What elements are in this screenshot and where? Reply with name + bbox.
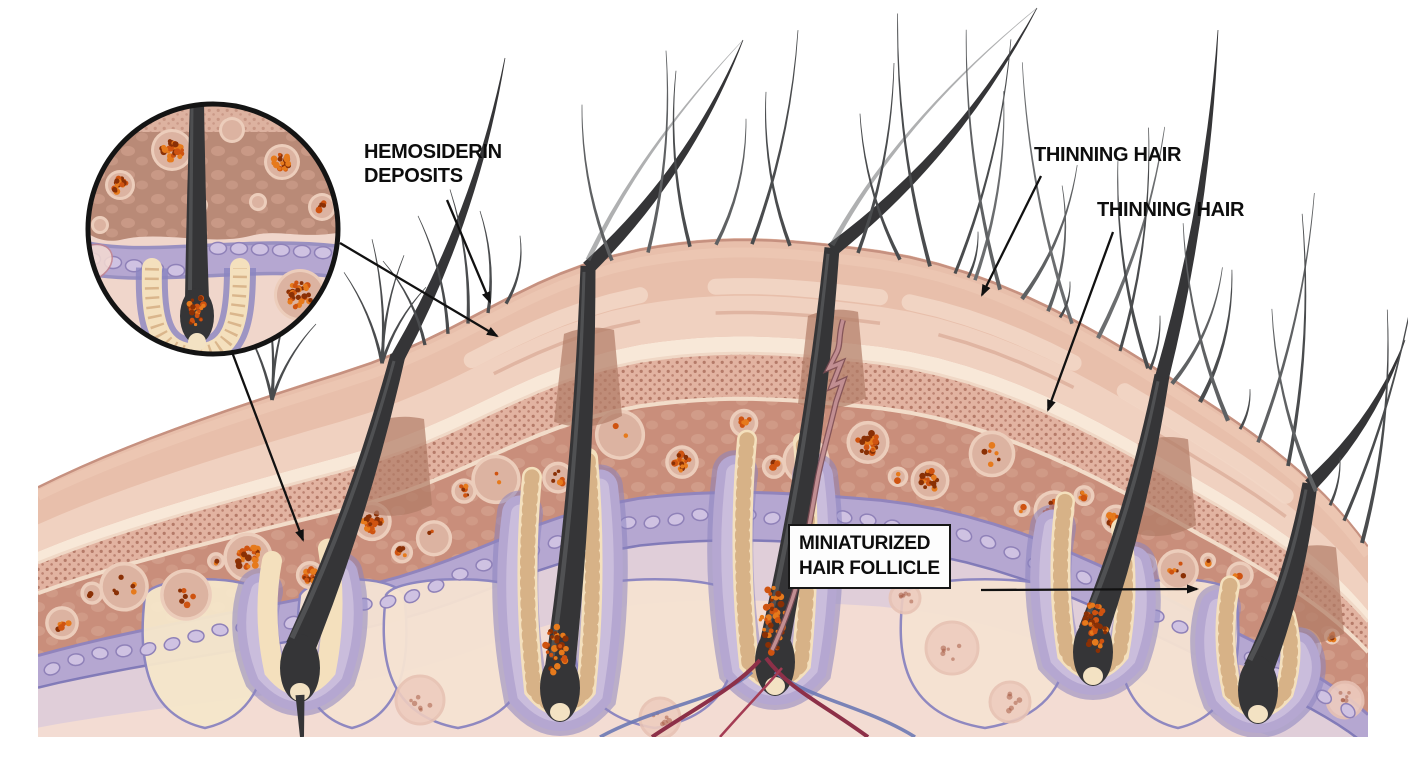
label-hemosiderin-deposits: HEMOSIDERIN DEPOSITS	[364, 141, 502, 187]
scalp-tissue-layers	[38, 238, 1368, 737]
thinning-hair-arrow-1	[980, 175, 1043, 297]
miniaturized-follicle-arrow	[980, 584, 1199, 594]
label-thinning-hair-1: THINNING HAIR	[1034, 144, 1182, 166]
inset-pointer-arrow	[339, 242, 499, 338]
label-miniaturized-hair-follicle: MINIATURIZED HAIR FOLLICLE	[788, 524, 951, 590]
thinning-hair-arrow-2	[1046, 231, 1115, 412]
surface-hairs	[233, 7, 1408, 544]
inset-pointer-arrow-2	[230, 351, 305, 542]
magnified-follicle-inset	[85, 101, 341, 357]
label-thinning-hair-2: THINNING HAIR	[1097, 199, 1245, 221]
hemosiderin-arrow-1	[445, 199, 492, 304]
annotation-arrows	[230, 175, 1199, 594]
